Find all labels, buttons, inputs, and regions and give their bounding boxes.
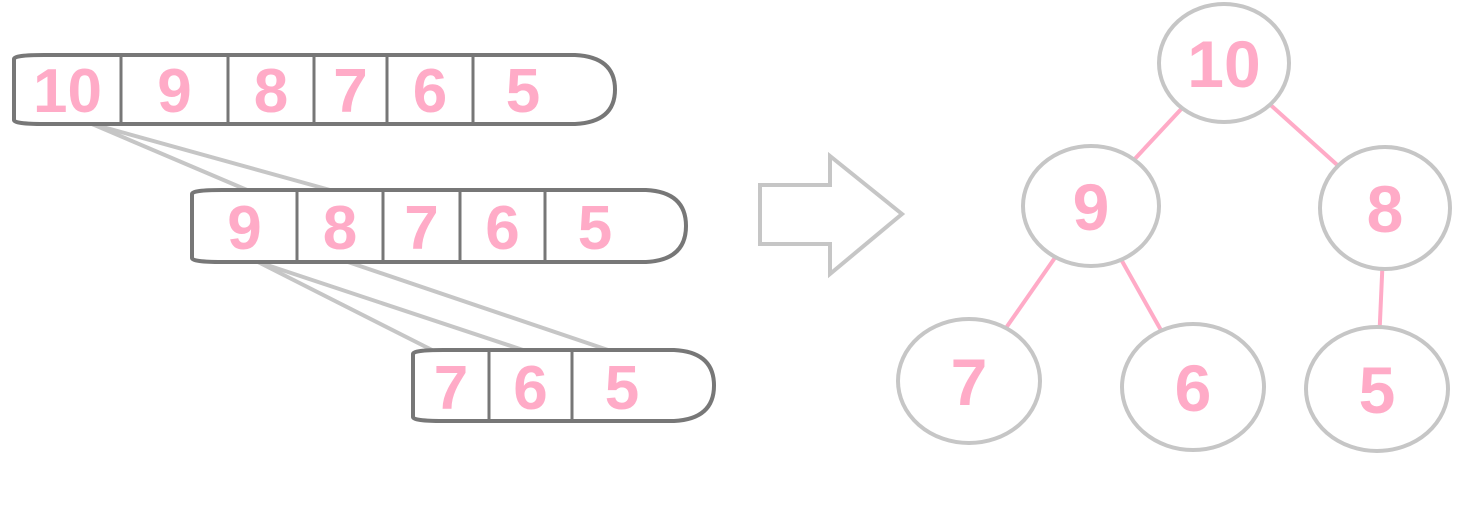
tree-node-9: 9 bbox=[1021, 144, 1161, 268]
tree-node-circle bbox=[896, 317, 1042, 445]
right-arrow-outline-icon bbox=[758, 151, 906, 279]
array-outline bbox=[190, 188, 689, 264]
array-cell-value: 6 bbox=[485, 194, 519, 263]
array-cell-value: 7 bbox=[434, 354, 468, 423]
array-cell-value: 7 bbox=[404, 194, 438, 263]
tree-node-6: 6 bbox=[1120, 322, 1266, 452]
tree-node-circle bbox=[1304, 325, 1450, 453]
tree-edge-n10-n8 bbox=[1268, 103, 1340, 168]
tree-node-circle bbox=[1157, 2, 1291, 124]
array-connector-line bbox=[91, 122, 248, 192]
array-outline bbox=[12, 53, 618, 126]
tree-node-label: 10 bbox=[1187, 27, 1260, 101]
tree-node-10: 10 bbox=[1157, 2, 1291, 124]
transform-arrow bbox=[758, 151, 906, 279]
array-cell-value: 5 bbox=[578, 194, 612, 263]
array-cell-value: 5 bbox=[605, 354, 639, 423]
array-connector-line bbox=[257, 260, 433, 352]
tree-nodes: 10 9 8 7 6 5 bbox=[896, 2, 1452, 453]
tree-node-circle bbox=[1318, 145, 1452, 271]
tree-edge-n9-n7 bbox=[1004, 255, 1058, 330]
tree-node-label: 9 bbox=[1073, 170, 1110, 244]
array-cell-value: 10 bbox=[33, 57, 102, 126]
tree-node-5: 5 bbox=[1304, 325, 1450, 453]
array-cell-value: 8 bbox=[323, 194, 357, 263]
tree-node-circle bbox=[1021, 144, 1161, 268]
array-outline bbox=[411, 348, 717, 423]
array-connectors bbox=[91, 122, 609, 352]
tree-node-8: 8 bbox=[1318, 145, 1452, 271]
tree-edges bbox=[1004, 103, 1385, 332]
array-cell-value: 7 bbox=[333, 57, 367, 126]
tree-node-label: 6 bbox=[1175, 351, 1212, 425]
tree-edge-n10-n9 bbox=[1132, 106, 1184, 161]
array-cell-value: 9 bbox=[157, 57, 191, 126]
array-cell-value: 5 bbox=[506, 57, 540, 126]
tree-node-7: 7 bbox=[896, 317, 1042, 445]
tree-edge-n9-n6 bbox=[1119, 258, 1163, 332]
tree-node-label: 7 bbox=[951, 345, 988, 419]
array-connector-line bbox=[91, 122, 331, 192]
array-cell-value: 8 bbox=[254, 57, 288, 126]
tree-edge-n8-n5 bbox=[1377, 268, 1385, 328]
tree-node-label: 8 bbox=[1367, 172, 1404, 246]
tree-node-label: 5 bbox=[1359, 353, 1396, 427]
array-connector-line bbox=[257, 260, 524, 352]
array-cell-value: 9 bbox=[227, 194, 261, 263]
tree-node-circle bbox=[1120, 322, 1266, 452]
array-cell-value: 6 bbox=[513, 354, 547, 423]
array-cell-value: 6 bbox=[413, 57, 447, 126]
array-connector-line bbox=[347, 260, 609, 352]
